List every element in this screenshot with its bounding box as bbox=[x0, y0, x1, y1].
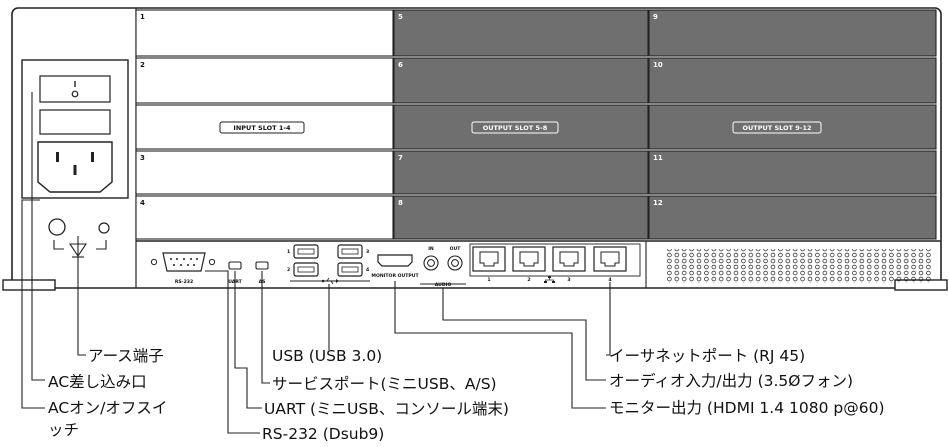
output-slot-12 bbox=[648, 195, 937, 240]
slot-grid: 1 2 3 4 5 6 7 8 9 10 11 12 INPUT SLOT 1-… bbox=[135, 9, 937, 240]
slot-number: 2 bbox=[140, 61, 145, 69]
output-slot-8 bbox=[393, 195, 649, 240]
ethernet-number: 1 bbox=[487, 277, 490, 283]
usb-port-2[interactable] bbox=[293, 262, 319, 277]
ethernet-port-1[interactable] bbox=[472, 246, 506, 272]
ethernet-port-2[interactable] bbox=[512, 246, 546, 272]
input-slot-4 bbox=[135, 195, 394, 240]
callout-audio: オーディオ入力/出力 (3.5Øフォン) bbox=[609, 371, 853, 390]
input-slot-3 bbox=[135, 150, 394, 195]
output-slot-9 bbox=[648, 9, 937, 57]
rs232-port[interactable] bbox=[162, 252, 206, 272]
callout-ethernet: イーサネットポート (RJ 45) bbox=[609, 347, 805, 365]
slot-number: 6 bbox=[398, 61, 403, 69]
output-slot-11 bbox=[648, 150, 937, 195]
leader-lines bbox=[21, 92, 611, 434]
uart-port[interactable] bbox=[228, 261, 242, 270]
ethernet-port-4[interactable] bbox=[593, 246, 627, 272]
vent-grille bbox=[665, 249, 931, 283]
slot-number: 1 bbox=[140, 13, 145, 21]
output-slot-5-8-label-panel bbox=[393, 104, 649, 150]
output-slot-5 bbox=[393, 9, 649, 57]
slot-number: 5 bbox=[398, 13, 403, 21]
ac-switch[interactable] bbox=[39, 75, 111, 103]
callout-ac-switch: ACオン/オフスイッチ bbox=[48, 399, 167, 439]
usb-port-3[interactable] bbox=[337, 244, 363, 259]
usb-number: 2 bbox=[287, 267, 290, 273]
audio-in-jack[interactable] bbox=[427, 259, 435, 267]
callout-usb: USB (USB 3.0) bbox=[272, 347, 382, 365]
audio-in-label: IN bbox=[428, 246, 434, 252]
output-slot-5-8-label: OUTPUT SLOT 5-8 bbox=[483, 124, 548, 132]
monitor-output-label: MONITOR OUTPUT bbox=[371, 273, 419, 279]
output-slot-7 bbox=[393, 150, 649, 195]
usb-symbol-icon bbox=[321, 277, 339, 285]
output-slot-9-12-label: OUTPUT SLOT 9-12 bbox=[742, 124, 811, 132]
callout-rs232: RS-232 (Dsub9) bbox=[262, 425, 384, 443]
audio-out-jack[interactable] bbox=[451, 259, 459, 267]
ethernet-number: 4 bbox=[608, 277, 611, 283]
output-slot-6 bbox=[393, 57, 649, 104]
slot-number: 8 bbox=[398, 199, 403, 207]
callout-uart: UART (ミニUSB、コンソール端末) bbox=[264, 400, 509, 418]
callouts: アース端子 AC差し込み口 ACオン/オフスイッチ USB (USB 3.0) … bbox=[48, 347, 885, 443]
slot-number: 4 bbox=[140, 199, 145, 207]
io-row: RS-232 UART AS 1 2 3 4 MONITOR OUTPUT I bbox=[150, 241, 931, 288]
callout-ac-inlet: AC差し込み口 bbox=[48, 373, 147, 391]
slot-number: 7 bbox=[398, 154, 403, 162]
output-slot-9-12-label-panel bbox=[648, 104, 937, 150]
output-slot-10 bbox=[648, 57, 937, 104]
usb-number: 4 bbox=[366, 267, 369, 273]
network-symbol-icon bbox=[544, 276, 555, 283]
audio-label: AUDIO bbox=[435, 282, 452, 288]
callout-ground: アース端子 bbox=[88, 347, 164, 365]
slot-number: 10 bbox=[653, 61, 663, 69]
power-module bbox=[21, 59, 129, 199]
usb-port-4[interactable] bbox=[337, 262, 363, 277]
usb-number: 1 bbox=[287, 249, 290, 255]
rs232-label: RS-232 bbox=[175, 279, 193, 285]
callout-monitor: モニター出力 (HDMI 1.4 1080 p@60) bbox=[609, 399, 885, 417]
callout-ac-switch-line: ACオン/オフスイ bbox=[48, 399, 167, 417]
ethernet-port-3[interactable] bbox=[552, 246, 586, 272]
audio-out-label: OUT bbox=[450, 246, 462, 252]
input-slot-label: INPUT SLOT 1-4 bbox=[233, 124, 291, 132]
usb-port-1[interactable] bbox=[293, 244, 319, 259]
ethernet-number: 2 bbox=[527, 277, 530, 283]
slot-number: 9 bbox=[653, 13, 658, 21]
callout-ac-switch-line: ッチ bbox=[48, 421, 79, 439]
as-port[interactable] bbox=[255, 261, 269, 270]
input-slot-2 bbox=[135, 57, 394, 104]
callout-service-port: サービスポート(ミニUSB、A/S) bbox=[272, 375, 497, 393]
slot-number: 3 bbox=[140, 154, 145, 162]
input-slot-1 bbox=[135, 9, 394, 57]
slot-number: 11 bbox=[653, 154, 663, 162]
ground-terminal bbox=[48, 218, 110, 262]
ethernet-number: 3 bbox=[567, 277, 570, 283]
slot-number: 12 bbox=[653, 199, 663, 207]
monitor-output-port[interactable] bbox=[377, 254, 413, 267]
usb-number: 3 bbox=[366, 249, 369, 255]
